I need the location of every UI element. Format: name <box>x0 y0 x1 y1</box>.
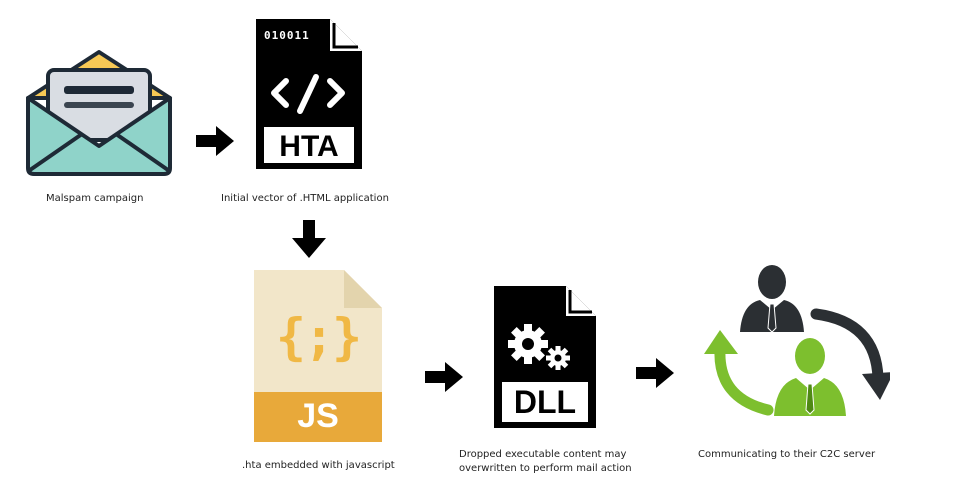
hta-label: HTA <box>279 130 339 163</box>
dll-caption-line2: overwritten to perform mail action <box>459 463 632 474</box>
hta-caption: Initial vector of .HTML application <box>221 193 389 204</box>
arrow-right-icon <box>636 358 674 388</box>
hta-binary-text: 010011 <box>264 29 310 42</box>
envelope-icon <box>26 50 172 176</box>
malspam-envelope-node <box>20 46 178 180</box>
gear-icon <box>508 324 548 364</box>
gear-small-icon <box>546 346 570 370</box>
arrow-down-icon <box>292 220 326 258</box>
dll-file-icon <box>494 286 596 428</box>
js-label: JS <box>297 397 339 435</box>
dll-file-node: DLL <box>490 282 600 432</box>
js-file-node: {;} JS <box>252 268 384 444</box>
hta-file-node: 010011 HTA <box>250 15 366 173</box>
js-code-text: {;} <box>275 308 362 366</box>
user-green-icon <box>774 338 846 416</box>
arrow-right-icon <box>196 126 234 156</box>
js-file-icon <box>254 270 382 442</box>
user-dark-icon <box>740 265 804 333</box>
dll-caption-line1: Dropped executable content may <box>459 449 627 460</box>
users-exchange-icon <box>704 265 890 416</box>
malspam-caption: Malspam campaign <box>46 193 144 204</box>
c2c-node <box>700 258 890 424</box>
hta-file-icon <box>256 19 362 169</box>
dll-label: DLL <box>513 384 577 420</box>
arrow-right-icon <box>425 362 463 392</box>
dll-caption: Dropped executable content may overwritt… <box>459 448 632 476</box>
js-caption: .hta embedded with javascript <box>242 460 395 471</box>
c2c-caption: Communicating to their C2C server <box>698 449 876 460</box>
